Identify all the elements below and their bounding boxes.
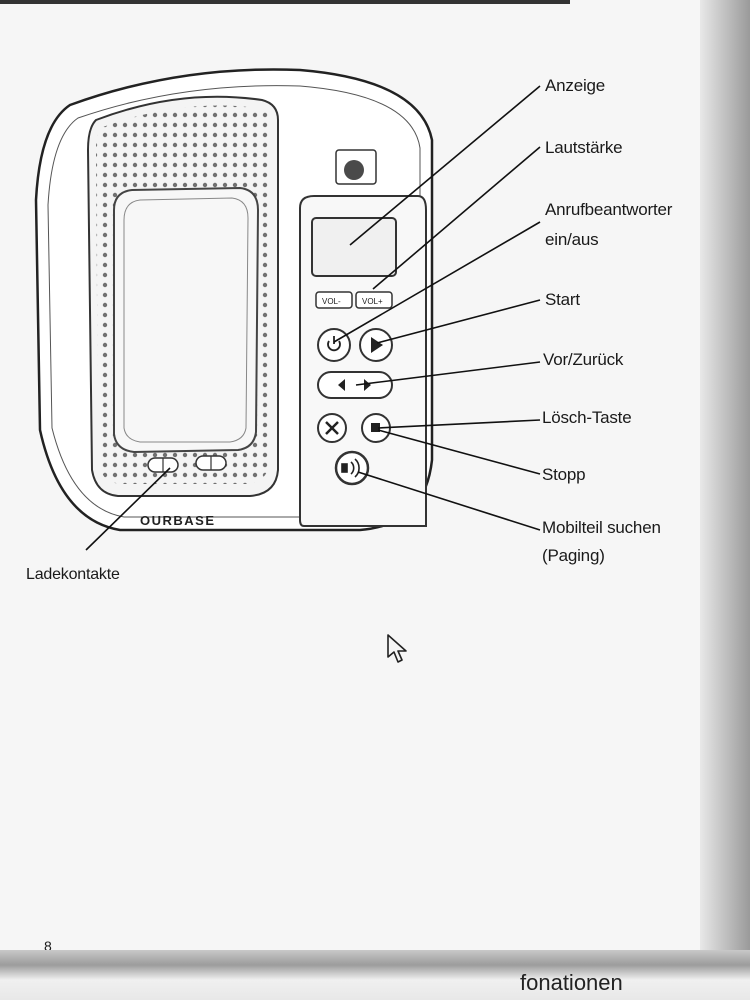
charging-contacts [147, 455, 227, 473]
display-screen [311, 217, 397, 277]
stop-icon [371, 423, 380, 432]
paging-button [334, 450, 370, 486]
label-find-handset-line2: (Paging) [542, 546, 605, 565]
label-answering-machine: Anrufbeantworter [545, 200, 673, 219]
delete-x-icon [325, 421, 339, 435]
answering-machine-button [317, 328, 351, 362]
cradle-recess [113, 186, 260, 454]
mouse-cursor-icon [387, 634, 407, 663]
vol-minus-label: VOL- [322, 297, 341, 306]
next-page-text: fonationen [520, 970, 623, 995]
vol-plus-button [355, 291, 393, 309]
power-icon [327, 336, 341, 352]
control-panel [299, 195, 427, 527]
label-answering-machine-line2: ein/aus [545, 230, 599, 249]
label-delete: Lösch-Taste [542, 408, 632, 427]
page-number: 8 [44, 938, 52, 954]
play-icon [371, 337, 383, 353]
vol-minus-button [315, 291, 353, 309]
page-edge-shadow [700, 0, 750, 1000]
label-start: Start [545, 290, 580, 309]
top-rule [0, 0, 570, 4]
vol-plus-label: VOL+ [362, 297, 383, 306]
cradle-recess-inner [123, 197, 249, 443]
next-page-peek [0, 950, 750, 1000]
label-charging-contacts: Ladekontakte [26, 566, 120, 583]
skip-back-icon [338, 379, 345, 391]
label-stop: Stopp [542, 465, 586, 484]
leader-lines [85, 85, 541, 551]
skip-rocker-button [317, 371, 393, 399]
label-find-handset: Mobilteil suchen [542, 518, 661, 537]
label-volume: Lautstärke [545, 138, 623, 157]
paging-icon [341, 458, 360, 478]
label-display: Anzeige [545, 76, 606, 95]
brand-logo: OURBASE [140, 513, 216, 528]
skip-forward-icon [364, 379, 371, 391]
logo-mark-icon [344, 160, 364, 180]
label-forward-back: Vor/Zurück [543, 350, 624, 369]
